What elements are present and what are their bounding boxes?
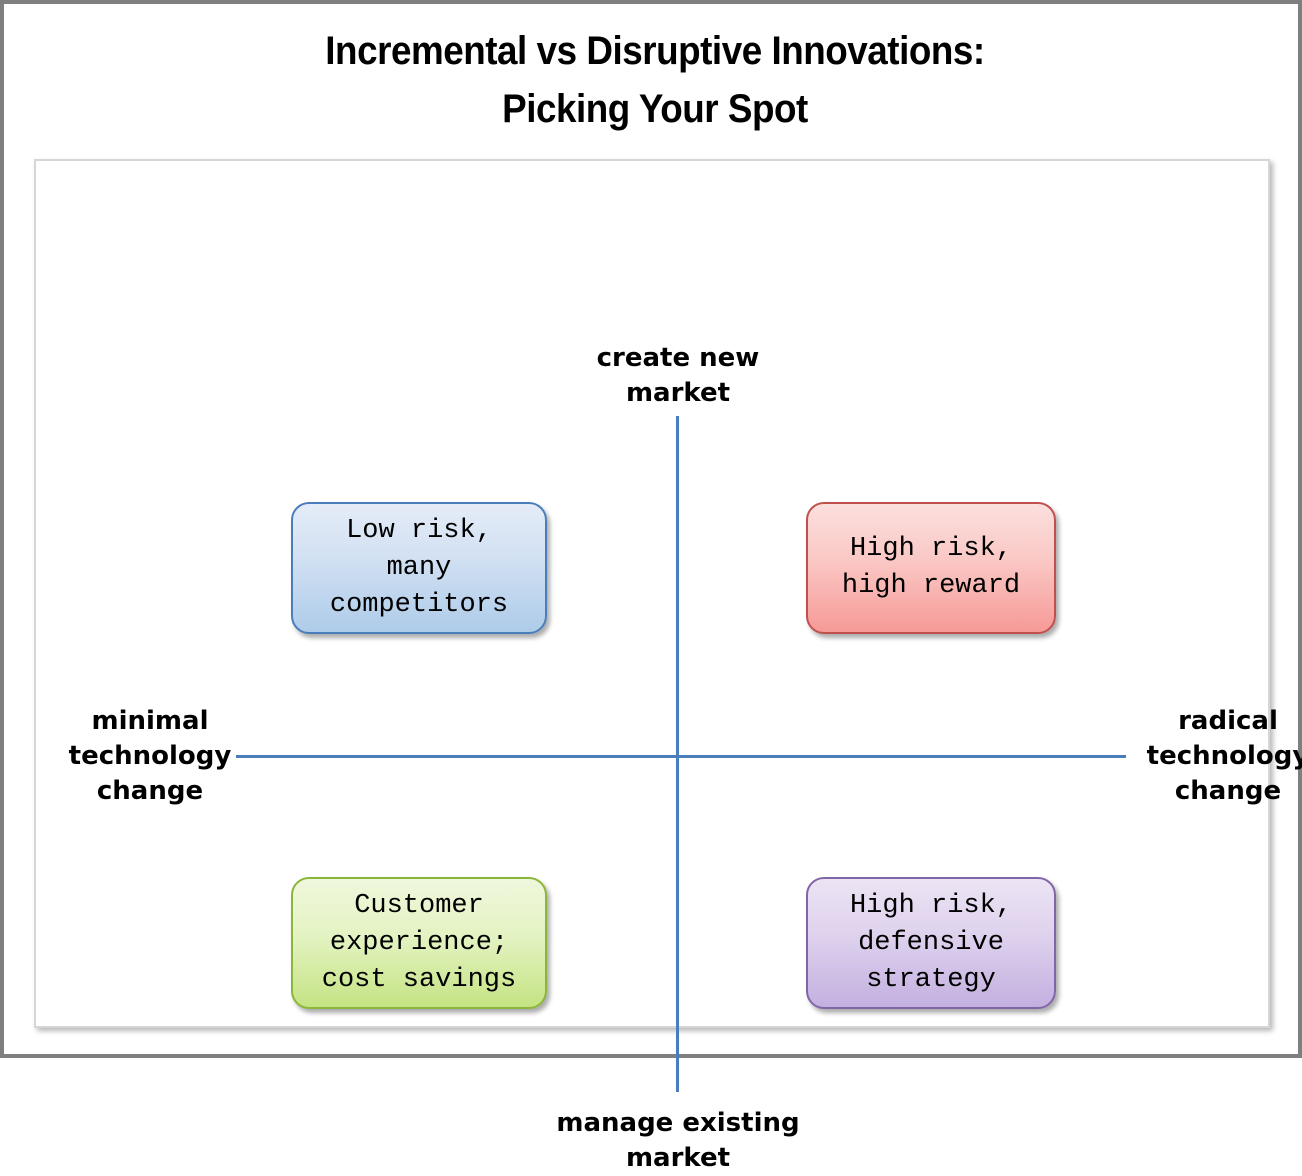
axis-label-top: create new market [596, 343, 760, 408]
axis-label-left: minimal technology change [68, 706, 232, 806]
quadrant-chart-frame: create new market manage existing market… [34, 159, 1302, 1173]
quadrant-box-bottom-right[interactable]: High risk, defensive strategy [806, 877, 1056, 1009]
quadrant-box-bottom-left[interactable]: Customer experience; cost savings [291, 877, 547, 1009]
horizontal-axis-line [236, 755, 1126, 758]
axis-label-right: radical technology change [1146, 706, 1302, 806]
page-title: Incremental vs Disruptive Innovations: P… [325, 29, 985, 131]
vertical-axis-line [676, 416, 679, 1092]
quadrant-box-top-left[interactable]: Low risk, many competitors [291, 502, 547, 634]
axis-label-bottom: manage existing market [556, 1108, 800, 1173]
quadrant-box-top-right[interactable]: High risk, high reward [806, 502, 1056, 634]
